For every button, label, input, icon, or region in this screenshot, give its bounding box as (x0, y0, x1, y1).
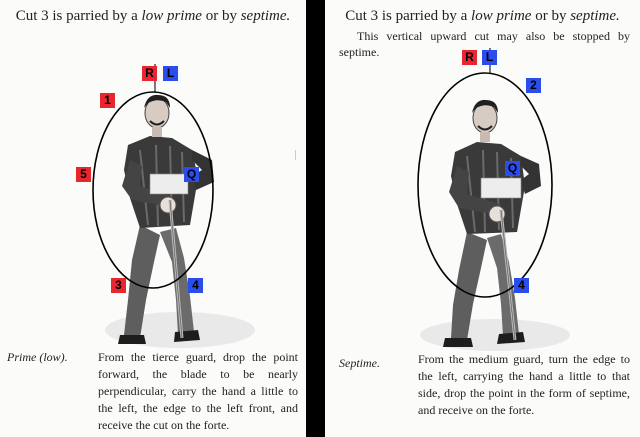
marker-q: Q (505, 161, 520, 176)
marker-l: L (482, 50, 497, 65)
septime-label: Septime. (339, 356, 380, 370)
right-fencer-figure (417, 48, 570, 351)
right-subtext: This vertical upward cut may also be sto… (339, 29, 630, 59)
marker-4: 4 (514, 278, 529, 293)
left-fencer-figure (92, 64, 255, 348)
left-page: Cut 3 is parried by a low prime or by se… (0, 0, 306, 437)
marker-l: L (163, 66, 178, 81)
right-page: Cut 3 is parried by a low prime or by se… (325, 0, 640, 437)
marker-q: Q (184, 167, 199, 182)
left-heading: Cut 3 is parried by a low prime or by se… (15, 8, 291, 24)
septime-caption: From the medium guard, turn the edge to … (418, 352, 630, 417)
left-page-scuff (295, 150, 296, 160)
marker-r: R (462, 50, 477, 65)
marker-r: R (142, 66, 157, 81)
marker-3: 3 (111, 278, 126, 293)
marker-1: 1 (100, 93, 115, 108)
right-heading: Cut 3 is parried by a low prime or by se… (345, 8, 620, 24)
prime-label: Prime (low). (7, 350, 68, 364)
marker-2: 2 (526, 78, 541, 93)
prime-caption: From the tierce guard, drop the point fo… (98, 350, 298, 432)
marker-5: 5 (76, 167, 91, 182)
marker-4: 4 (188, 278, 203, 293)
